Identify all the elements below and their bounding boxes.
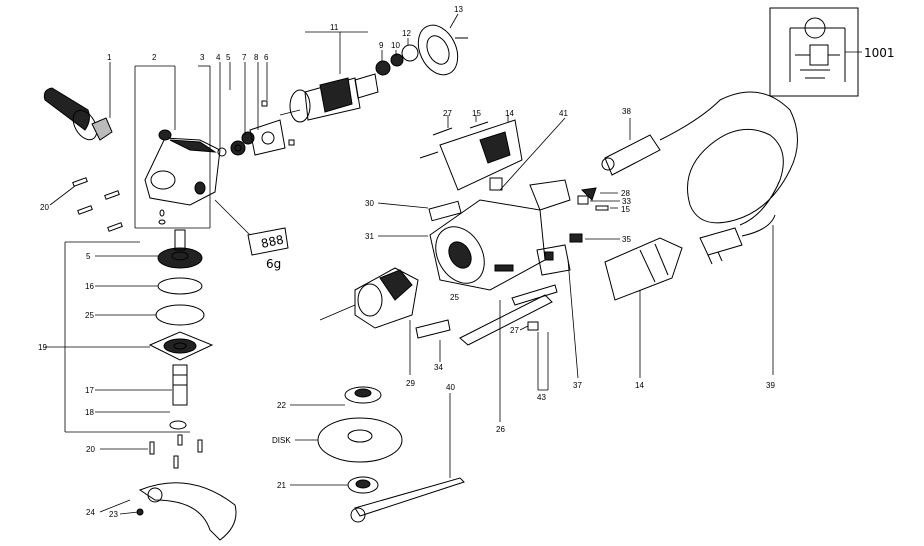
callout-31: 31 [365,232,374,241]
callout-22: 22 [277,401,286,410]
callout-15-top: 15 [472,109,481,118]
callout-29: 29 [406,379,415,388]
callout-12: 12 [402,29,411,38]
callout-35: 35 [622,235,631,244]
callout-14-lower: 14 [635,381,644,390]
callout-25-mid: 25 [450,293,459,302]
brush-cover [419,115,566,191]
housing-screws [49,177,123,232]
callout-8: 8 [254,53,259,62]
callout-23: 23 [109,510,118,519]
callout-33: 33 [622,197,631,206]
callout-38: 38 [622,107,631,116]
callout-1: 1 [107,53,112,62]
fan-baffle [417,13,468,76]
callout-9: 9 [379,41,384,50]
callout-6: 6 [264,53,269,62]
callout-5-lower: 5 [86,252,91,261]
callout-14-top: 14 [505,109,514,118]
bearing-group [217,62,295,157]
grease-tag [214,199,289,256]
callout-21: 21 [277,481,286,490]
callout-4: 4 [216,53,221,62]
grease-label: 888 [260,232,285,250]
callout-39: 39 [766,381,775,390]
switch-rod [415,284,558,391]
callout-41: 41 [559,109,568,118]
wheel-guard [99,482,237,541]
callout-5-top: 5 [226,53,231,62]
motor-housing [319,199,546,375]
callout-11: 11 [330,23,339,32]
callout-18: 18 [85,408,94,417]
callout-16: 16 [85,282,94,291]
callout-26: 26 [496,425,505,434]
spindle-stack [45,229,214,469]
weight-label: 6g [266,257,281,271]
callout-20-lower: 20 [86,445,95,454]
callout-17: 17 [85,386,94,395]
side-handle [43,62,113,141]
callout-25-left: 25 [85,311,94,320]
callout-27-lower: 27 [510,326,519,335]
callout-40: 40 [446,383,455,392]
gear-housing [134,65,221,229]
callout-24: 24 [86,508,95,517]
callout-7: 7 [242,53,247,62]
disk-label: DISK [272,436,291,445]
callout-2: 2 [152,53,157,62]
callout-13: 13 [454,5,463,14]
callout-30: 30 [365,199,374,208]
callout-10: 10 [391,41,400,50]
callout-20-top: 20 [40,203,49,212]
wiring-schematic [769,7,862,97]
callout-1001: 1001 [864,46,895,60]
power-cable [601,91,798,375]
wheel-parts [290,386,465,523]
electronics [377,177,620,422]
callout-28: 28 [621,189,630,198]
callout-27-top: 27 [443,109,452,118]
callout-34: 34 [434,363,443,372]
callout-19: 19 [38,343,47,352]
callout-15-right: 15 [621,205,630,214]
callout-37: 37 [573,381,582,390]
armature [279,31,419,123]
callout-labels: 1 2 3 4 5 7 8 6 11 9 10 12 13 20 5 16 25… [38,5,895,519]
callout-3: 3 [200,53,205,62]
callout-43: 43 [537,393,546,402]
rear-cover [604,237,683,378]
